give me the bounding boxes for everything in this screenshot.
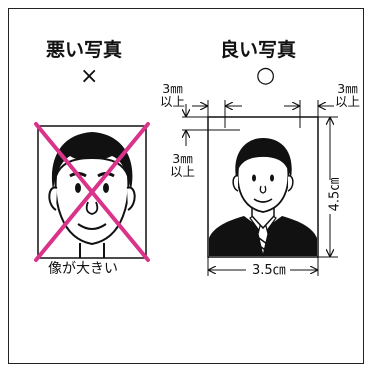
outer-frame bbox=[8, 8, 364, 364]
right-margin-label: 3㎜ 以上 bbox=[335, 82, 360, 108]
bad-photo-caption: 像が大きい bbox=[48, 261, 118, 277]
left-margin-value: 3㎜ bbox=[162, 81, 183, 96]
top-margin-label: 3㎜ 以上 bbox=[170, 152, 195, 178]
bad-photo-mark: × bbox=[80, 64, 99, 89]
right-margin-above: 以上 bbox=[335, 94, 361, 110]
x-mark bbox=[34, 122, 150, 262]
left-margin-label: 3㎜ 以上 bbox=[160, 82, 185, 108]
bad-photo-title: 悪い写真 bbox=[46, 39, 123, 61]
dimension-lines bbox=[182, 100, 338, 276]
good-photo-mark: ○ bbox=[256, 63, 276, 88]
right-margin-value: 3㎜ bbox=[337, 81, 358, 96]
good-photo bbox=[207, 116, 319, 258]
left-margin-above: 以上 bbox=[160, 94, 186, 110]
bad-photo-face bbox=[48, 132, 136, 258]
width-label: 3.5㎝ bbox=[250, 263, 288, 278]
good-photo-person bbox=[209, 138, 317, 257]
good-photo-title: 良い写真 bbox=[220, 39, 297, 61]
top-margin-above: 以上 bbox=[170, 164, 196, 180]
top-margin-value: 3㎜ bbox=[172, 151, 193, 166]
bad-photo bbox=[34, 122, 150, 262]
